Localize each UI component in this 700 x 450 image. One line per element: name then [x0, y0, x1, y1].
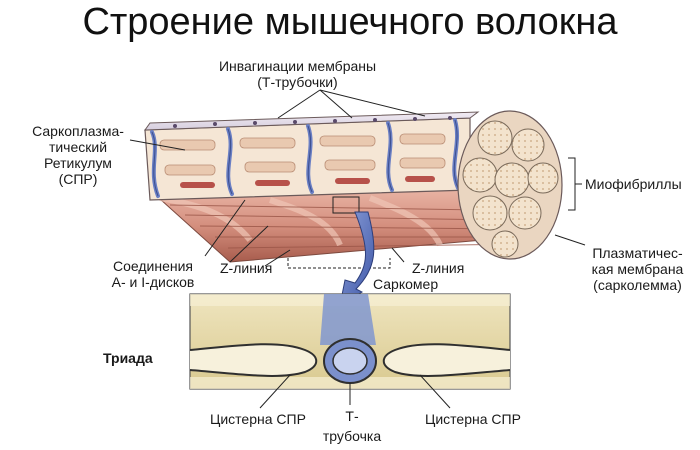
- sr-line3: Ретикулум: [44, 155, 112, 171]
- invaginations-label: Инвагинации мембраны (Т-трубочки): [195, 58, 400, 90]
- sr-line1: Саркоплазма-: [32, 123, 124, 139]
- plasma-line2: кая мембрана: [591, 261, 684, 277]
- fiber-upper-block: [144, 111, 480, 201]
- t-tubule-label-2: трубочка: [310, 428, 394, 444]
- sarcomere-label: Саркомер: [373, 276, 439, 292]
- cistern-left-label: Цистерна СПР: [210, 411, 306, 427]
- t-tubule-line1: Т-: [345, 408, 359, 424]
- t-tubule-line2: трубочка: [322, 428, 382, 444]
- invaginations-line2: (Т-трубочки): [257, 74, 338, 90]
- page-title: Строение мышечного волокна: [82, 1, 618, 43]
- sr-line4: (СПР): [58, 171, 98, 187]
- sr-line2: тический: [48, 139, 108, 155]
- t-tubule-label: Т-: [330, 408, 374, 424]
- magnify-arrow: [332, 196, 375, 307]
- triad-detail: [189, 293, 511, 390]
- plasma-membrane-label: Плазматичес- кая мембрана (сарколемма): [575, 245, 700, 293]
- sr-label: Саркоплазма- тический Ретикулум (СПР): [18, 123, 138, 187]
- callout-lines: [129, 89, 586, 269]
- triad-pointers: [259, 374, 451, 409]
- invaginations-line1: Инвагинации мембраны: [218, 58, 377, 74]
- plasma-line1: Плазматичес-: [592, 245, 683, 261]
- z-line-left-label: Z-линия: [220, 260, 273, 276]
- ai-line2: А- и I-дисков: [111, 274, 195, 290]
- ai-line1: Соединения: [112, 258, 193, 274]
- fiber-lower-body: [148, 189, 542, 263]
- ai-junction-label: Соединения А- и I-дисков: [98, 258, 208, 290]
- triad-label: Триада: [103, 350, 153, 366]
- z-line-right-label: Z-линия: [412, 260, 465, 276]
- myofibril-cross-section: [457, 110, 563, 260]
- plasma-line3: (сарколемма): [593, 277, 682, 293]
- cistern-right-label: Цистерна СПР: [425, 411, 521, 427]
- myofibrils-label: Миофибриллы: [585, 176, 682, 192]
